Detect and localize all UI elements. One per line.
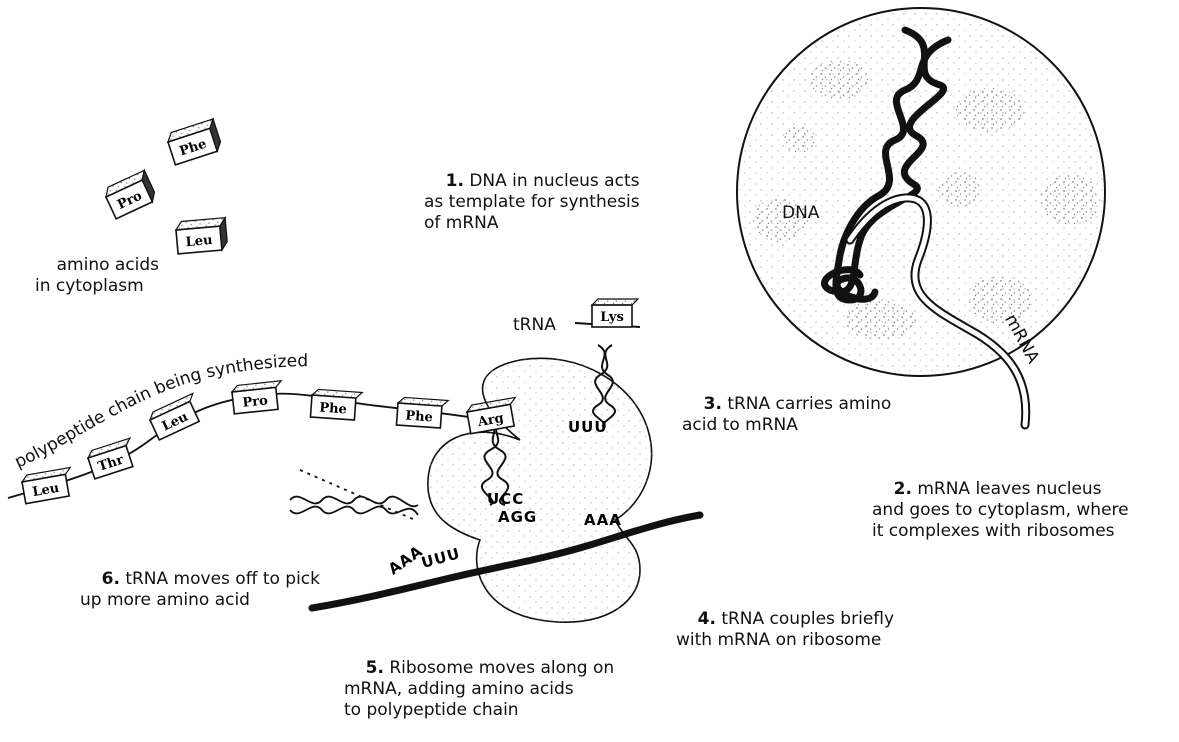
free-aa-1: Phe bbox=[166, 119, 223, 165]
incoming-anticodon: UUU bbox=[568, 418, 608, 436]
trna-label: tRNA bbox=[513, 315, 556, 335]
leaving-trna bbox=[290, 470, 418, 520]
svg-text:Leu: Leu bbox=[185, 233, 213, 250]
free-amino-acids: Phe Pro Leu bbox=[103, 119, 228, 254]
leaving-anticodon: UUU bbox=[419, 544, 462, 572]
chain-aa-2: Thr bbox=[86, 438, 138, 479]
incoming-aa-box: Lys bbox=[592, 299, 638, 327]
svg-text:Pro: Pro bbox=[242, 393, 269, 411]
free-aa-2: Pro bbox=[103, 170, 158, 218]
chain-aa-5: Phe bbox=[310, 389, 362, 420]
dna-label: DNA bbox=[782, 203, 820, 223]
chain-aa-6: Phe bbox=[396, 397, 448, 428]
chain-aa-4: Pro bbox=[231, 381, 284, 414]
next-codon: AAA bbox=[584, 511, 622, 529]
svg-text:Lys: Lys bbox=[600, 310, 624, 325]
chain-aa-1: Leu bbox=[21, 467, 75, 503]
bound-anticodon: UCC bbox=[487, 490, 524, 508]
ribosome bbox=[428, 358, 652, 622]
svg-text:Phe: Phe bbox=[319, 401, 347, 418]
diagram-art: DNA mRNA AGG AAA UCC UUU tRNA bbox=[0, 0, 1179, 707]
free-aa-3: Leu bbox=[175, 218, 228, 254]
bound-codon: AGG bbox=[498, 508, 537, 526]
svg-text:Phe: Phe bbox=[405, 409, 433, 426]
